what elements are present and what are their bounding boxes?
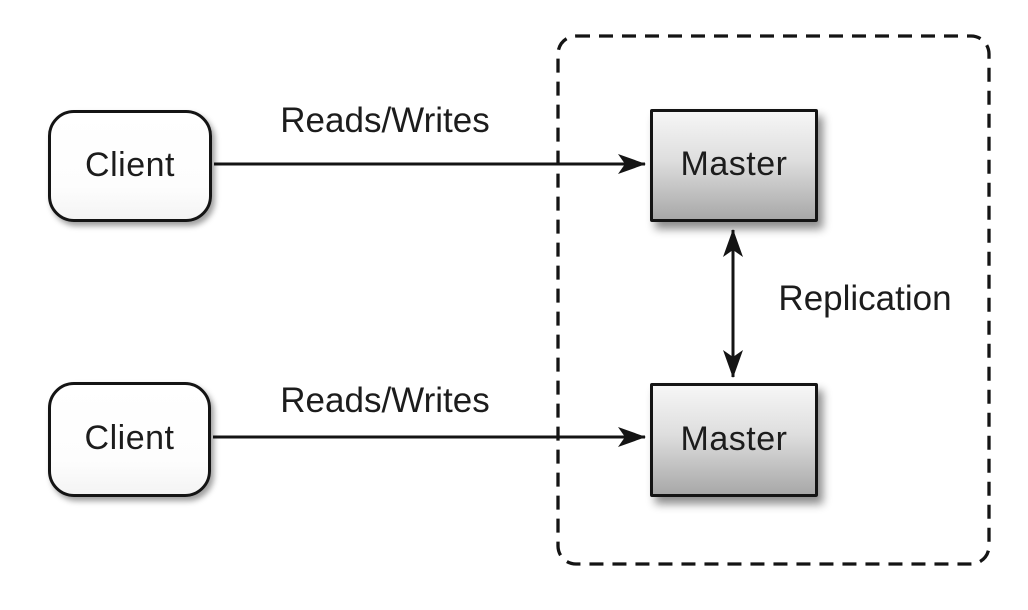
- replication-cluster-border: [556, 34, 991, 566]
- master-node-top: Master: [650, 109, 818, 222]
- reads-writes-label-bottom: Reads/Writes: [280, 381, 490, 420]
- master-node-top-label: Master: [680, 145, 788, 183]
- master-node-bottom-label: Master: [680, 419, 788, 458]
- client-node-top-label: Client: [85, 145, 175, 184]
- client-node-bottom: Client: [48, 382, 211, 497]
- reads-writes-label-top: Reads/Writes: [280, 101, 490, 140]
- client-node-bottom-label: Client: [84, 419, 175, 457]
- replication-label: Replication: [778, 279, 952, 318]
- master-node-bottom: Master: [650, 383, 818, 497]
- client-node-top: Client: [48, 110, 212, 222]
